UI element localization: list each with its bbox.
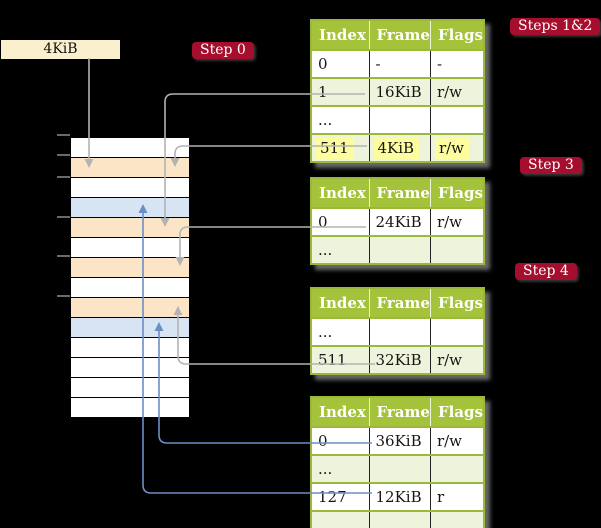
column-header: Flags [429,397,484,428]
step-0-badge: Step 0 [192,42,254,59]
column-header: Flags [429,178,484,209]
table-cell: r/w [429,77,484,106]
table-cell: 127 [311,482,369,511]
table-cell: - [429,49,484,78]
step-3-badge: Step 3 [520,157,582,174]
column-header: Index [311,20,369,51]
table-cell: 4KiB [368,133,431,162]
column-header: Index [311,288,369,319]
memory-boundary-tick [57,176,70,178]
table-cell [429,235,484,264]
memory-boundary-tick [57,154,70,156]
memory-frame-row [71,218,189,238]
memory-frame-row [71,358,189,378]
memory-frame-row [71,258,189,278]
table-cell: 12KiB [368,482,431,511]
table-cell: 1 [311,77,369,106]
column-header: Index [311,397,369,428]
table-cell: r/w [429,345,484,374]
memory-frame-row [71,178,189,198]
column-header: Flags [429,20,484,51]
table-cell: 0 [311,207,369,236]
table-cell: ... [311,235,369,264]
table-cell: r/w [429,133,484,162]
table-cell: 24KiB [368,207,431,236]
memory-frame-row [71,138,189,158]
steps-1-2-badge: Steps 1&2 [510,18,601,35]
table-row: 0-- [311,49,484,78]
memory-frame-row [71,198,189,218]
table-row: ... [311,105,484,134]
memory-boundary-tick [57,216,70,218]
column-header: Frame [368,288,431,319]
table-cell: r [429,482,484,511]
table-cell: ... [311,454,369,483]
table-cell: 511 [311,345,369,374]
table-cell: - [368,49,431,78]
memory-frame-row [71,378,189,398]
column-header: Frame [368,397,431,428]
table-cell [368,454,431,483]
column-header: Frame [368,178,431,209]
table-cell [429,317,484,346]
table-cell [368,235,431,264]
memory-frame-row [71,158,189,178]
table-cell [368,317,431,346]
table-row: ... [311,510,484,528]
table-cell: 0 [311,426,369,455]
physical-memory-column [70,137,190,418]
table-row: ... [311,235,484,264]
table-cell: 0 [311,49,369,78]
table-cell: r/w [429,426,484,455]
table-cell: 511 [311,133,369,162]
column-header: Frame [368,20,431,51]
table-cell [429,105,484,134]
table-cell: ... [311,105,369,134]
table-row: ... [311,454,484,483]
table-cell [429,510,484,528]
table-cell: 16KiB [368,77,431,106]
memory-frame-row [71,338,189,358]
table-cell [429,454,484,483]
table-cell [368,105,431,134]
table-cell [368,510,431,528]
step-4-badge: Step 4 [515,263,577,280]
memory-boundary-tick [57,255,70,257]
table-cell: ... [311,510,369,528]
table-cell: ... [311,317,369,346]
memory-frame-row [71,298,189,318]
memory-boundary-tick [57,134,70,136]
table-row: ... [311,317,484,346]
memory-frame-row [71,398,189,417]
table-cell: 32KiB [368,345,431,374]
memory-boundary-tick [57,295,70,297]
memory-frame-row [71,238,189,258]
column-header: Index [311,178,369,209]
memory-frame-row [71,278,189,298]
table-cell: r/w [429,207,484,236]
column-header: Flags [429,288,484,319]
memory-frame-row [71,318,189,338]
table-cell: 36KiB [368,426,431,455]
frame-size-label: 4KiB [1,40,120,59]
